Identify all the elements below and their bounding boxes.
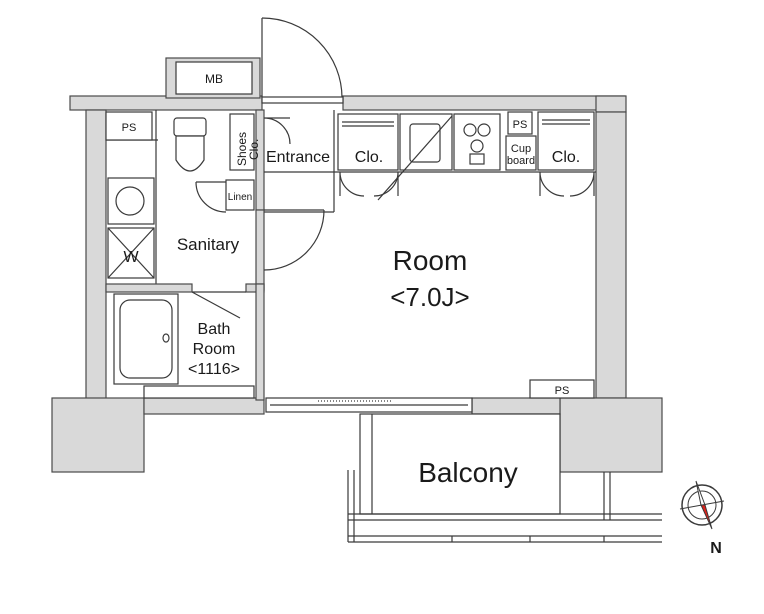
compass-icon: N [679, 480, 725, 557]
washer-label: W [123, 249, 139, 266]
stove-icon [453, 113, 501, 171]
bath-size-label: <1116> [188, 361, 240, 378]
room-size-label: <7.0J> [390, 282, 470, 312]
entrance-door[interactable] [261, 17, 344, 104]
ps-room-label: PS [555, 385, 570, 397]
sanitary-door[interactable] [263, 209, 325, 271]
ps-top-left-box [105, 111, 153, 141]
shoes-closet: Shoes Clo. [229, 113, 261, 171]
ps-kitchen-label: PS [513, 119, 528, 131]
bath-label-2: Room [193, 341, 236, 358]
wall-right [595, 111, 627, 399]
wall-left [85, 109, 107, 401]
interior-walls [105, 109, 596, 401]
ps-top-left-label: PS [122, 122, 137, 134]
bath-room: Bath Room <1116> [113, 291, 255, 399]
cupboard-label-1: Cup [511, 143, 531, 155]
wall-top-right [342, 95, 626, 111]
compass-n-label: N [710, 540, 722, 557]
entrance-area: Entrance [263, 117, 330, 166]
mb-label: MB [205, 72, 223, 86]
balcony: Balcony [347, 413, 662, 543]
washbasin-icon [107, 177, 155, 225]
wall-bottom-left [143, 397, 265, 415]
shoes-label-1: Shoes [235, 132, 249, 166]
exterior-walls [51, 95, 663, 473]
sanitary-inner-door[interactable] [195, 181, 227, 213]
closet-left: Clo. [337, 113, 399, 197]
bath-label-1: Bath [198, 321, 231, 338]
sanitary-label: Sanitary [177, 235, 240, 254]
cupboard: Cup board [505, 135, 537, 171]
ps-room-box: PS [529, 379, 595, 399]
toilet-icon [173, 117, 207, 172]
ps-kitchen-box: PS [507, 111, 533, 135]
cupboard-label-2: board [507, 155, 535, 167]
column-bottom-right [559, 397, 663, 473]
column-bottom-left [51, 397, 145, 473]
wall-top-corner [595, 95, 627, 113]
clo-right-label: Clo. [552, 149, 580, 166]
mb-box: MB [165, 57, 261, 99]
linen-cabinet: Linen [225, 179, 255, 211]
balcony-window[interactable] [265, 397, 473, 413]
clo-left-label: Clo. [355, 149, 383, 166]
washer-space: W [107, 227, 155, 279]
linen-label: Linen [228, 192, 252, 203]
shoes-label-2: Clo. [247, 139, 261, 160]
closet-right: Clo. [537, 111, 595, 197]
balcony-label: Balcony [418, 457, 518, 488]
wall-bottom-right [471, 397, 561, 415]
sink-icon [377, 113, 453, 201]
room-label: Room [393, 245, 468, 276]
entrance-label: Entrance [266, 149, 330, 166]
